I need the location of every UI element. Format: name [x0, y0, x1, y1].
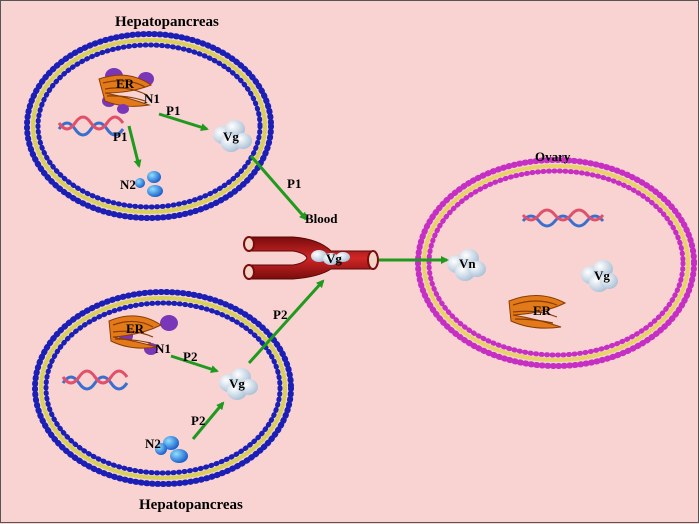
endoplasmic-reticulum-icon-top [98, 68, 154, 114]
arrow-n1-to-vg-bottom [170, 354, 219, 373]
label-er-top: ER [116, 76, 135, 91]
label-n2-top: N2 [120, 177, 136, 192]
label-p1-c: P1 [287, 176, 301, 191]
ovary-cell [415, 157, 697, 369]
label-ovary: Ovary [535, 149, 571, 164]
label-er-ovary: ER [533, 303, 552, 318]
arrow-vg-top-to-blood [249, 155, 308, 221]
label-hepatopancreas-top: Hepatopancreas [115, 14, 219, 30]
label-vg-blood: Vg [326, 251, 342, 266]
label-vg-bottom: Vg [229, 376, 245, 391]
endoplasmic-reticulum-icon-bottom [108, 315, 178, 355]
protein-cluster-icon-vg-bottom [219, 368, 258, 400]
nucleotide-cluster-icon-bottom [155, 436, 188, 463]
label-p2-b: P2 [191, 413, 205, 428]
endoplasmic-reticulum-icon-ovary [508, 295, 567, 329]
label-p1-b: P1 [113, 129, 127, 144]
protein-cluster-icon-vg-ovary [581, 260, 618, 292]
hepatopancreas-cell-top [24, 31, 274, 221]
nucleotide-cluster-icon-top [135, 171, 163, 197]
label-p1-a: P1 [166, 103, 180, 118]
arrow-er-to-n2-top [127, 125, 142, 168]
label-p2-c: P2 [273, 307, 287, 322]
dna-helix-icon-ovary [521, 208, 605, 228]
label-hepatopancreas-bottom: Hepatopancreas [139, 497, 243, 513]
label-n1-top: N1 [144, 91, 160, 106]
blood-vessel-icon [243, 236, 379, 280]
dna-helix-icon-bottom [61, 369, 129, 391]
label-er-bottom: ER [126, 321, 145, 336]
label-vg-top: Vg [223, 129, 239, 144]
hepatopancreas-cell-bottom [32, 289, 294, 487]
label-p2-a: P2 [183, 349, 197, 364]
arrow-n2-to-vg-bottom [191, 401, 225, 440]
dna-helix-icon-top [57, 115, 125, 137]
label-vg-ovary: Vg [594, 268, 610, 283]
label-n1-bottom: N1 [155, 341, 171, 356]
protein-cluster-icon-vn-ovary [447, 249, 486, 281]
label-blood: Blood [305, 211, 338, 226]
arrow-n1-to-vg-top [158, 112, 209, 132]
arrow-vg-bottom-to-blood [247, 279, 325, 365]
label-vn-ovary: Vn [459, 256, 476, 271]
protein-cluster-icon-vg-top [213, 120, 252, 152]
label-n2-bottom: N2 [145, 436, 161, 451]
